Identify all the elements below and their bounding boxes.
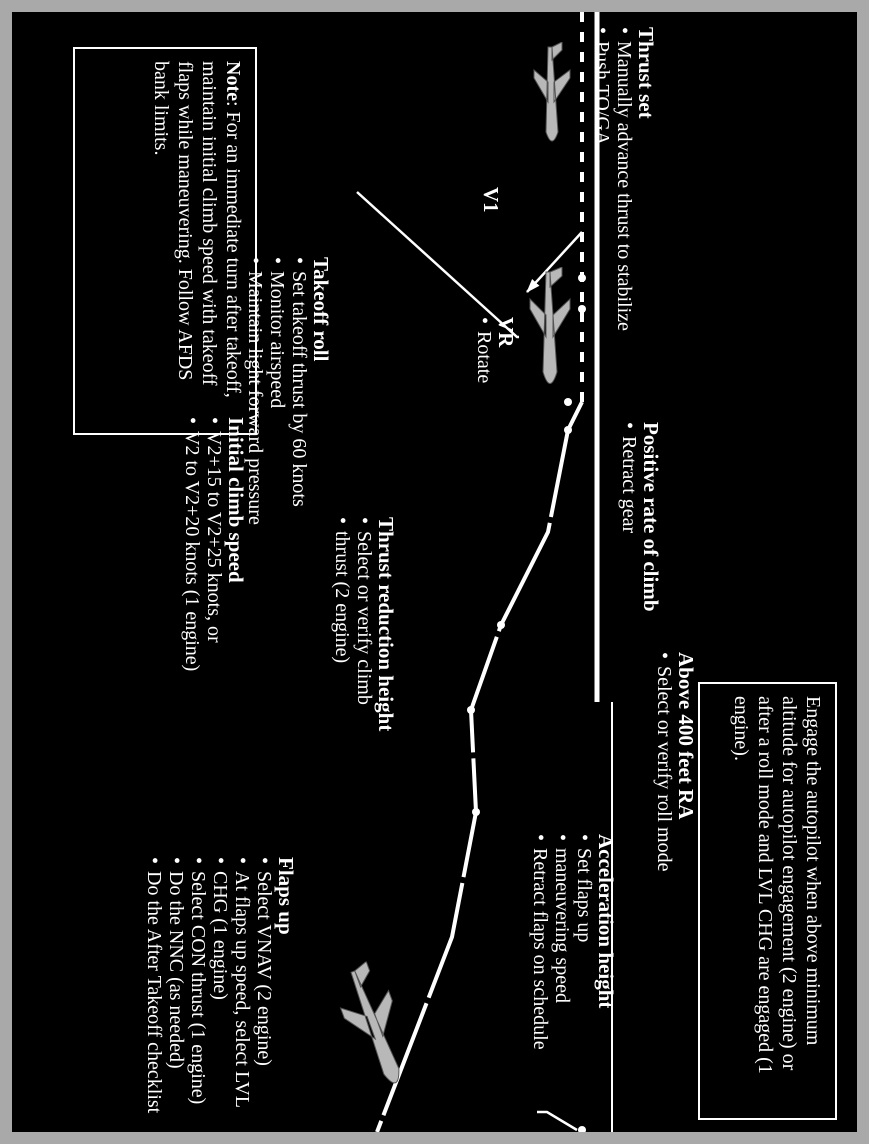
- takeoff-roll-item: Monitor airspeed: [266, 257, 288, 525]
- flight-path-diagram: [356, 12, 613, 1132]
- point-vr: [578, 274, 586, 282]
- takeoff-roll-item: Set takeoff thrust by 60 knots: [288, 257, 310, 525]
- acceleration-title: Acceleration height: [594, 834, 618, 1009]
- flaps-up-item: Do the NNC (as needed): [165, 857, 187, 1113]
- thrust-set-item: Push TO/GA: [591, 27, 613, 331]
- flaps-up-item: At flaps up speed, select LVL: [231, 857, 253, 1113]
- positive-rate-item: Retract gear: [618, 422, 640, 612]
- flaps-up-item: Do the After Takeoff checklist: [143, 857, 165, 1113]
- autopilot-box: Engage the autopilot when above minimum …: [698, 682, 837, 1120]
- acceleration-item: Set flaps up: [573, 834, 595, 1050]
- callout-above-400: Above 400 feet RA Select or verify roll …: [653, 652, 698, 872]
- point-thrust-set: [578, 1126, 586, 1132]
- callout-v1: V1: [479, 187, 503, 213]
- airplane-icon: [533, 42, 571, 142]
- vr-title: VR: [494, 317, 518, 348]
- initial-climb-item: V2+15 to V2+25 knots, or: [203, 417, 225, 671]
- above-400-title: Above 400 feet RA: [674, 652, 698, 820]
- callout-initial-climb: Initial climb speed V2+15 to V2+25 knots…: [181, 417, 248, 671]
- acceleration-item: maneuvering speed: [551, 834, 573, 1050]
- point-thrust-reduction: [497, 621, 505, 629]
- initial-climb-item: V2 to V2+20 knots (1 engine): [181, 417, 203, 671]
- vr-item: Rotate: [473, 317, 495, 383]
- leader-thrust-set: [537, 1110, 578, 1132]
- airplane-icon: [529, 267, 571, 384]
- leader-takeoff-roll: [356, 191, 519, 339]
- callout-thrust-reduction: Thrust reduction height Select or verify…: [331, 517, 398, 732]
- positive-rate-title: Positive rate of climb: [639, 422, 663, 612]
- path-points: [467, 274, 586, 1132]
- callout-takeoff-roll: Takeoff roll Set takeoff thrust by 60 kn…: [244, 257, 333, 525]
- callout-flaps-up: Flaps up Select VNAV (2 engine) At flaps…: [143, 857, 298, 1113]
- initial-climb-title: Initial climb speed: [224, 417, 248, 583]
- above-400-item: Select or verify roll mode: [653, 652, 675, 872]
- leader-v1: [526, 231, 583, 293]
- flaps-up-item: Select CON thrust (1 engine): [187, 857, 209, 1113]
- diagram-panel: Note: For an immediate turn after takeof…: [12, 12, 857, 1132]
- note-text: : For an immediate turn after takeoff, m…: [150, 61, 244, 398]
- thrust-reduction-title: Thrust reduction height: [374, 517, 398, 732]
- thrust-set-title: Thrust set: [634, 27, 658, 119]
- climb-path: [375, 401, 584, 1132]
- point-liftoff: [564, 398, 572, 406]
- callout-vr: VR Rotate: [473, 317, 518, 383]
- callout-positive-rate: Positive rate of climb Retract gear: [618, 422, 663, 612]
- callout-thrust-set: Thrust set Manually advance thrust to st…: [591, 27, 658, 331]
- flaps-up-item: CHG (1 engine): [209, 857, 231, 1113]
- point-v1-dot: [578, 305, 586, 313]
- flaps-up-title: Flaps up: [274, 857, 298, 935]
- acceleration-item: Retract flaps on schedule: [529, 834, 551, 1050]
- airplane-icon: [339, 960, 400, 1084]
- thrust-set-item: Manually advance thrust to stabilize: [613, 27, 635, 331]
- rotated-diagram: Note: For an immediate turn after takeof…: [12, 12, 857, 1132]
- note-box: Note: For an immediate turn after takeof…: [73, 47, 257, 435]
- note-label: Note: [222, 61, 244, 101]
- flaps-up-item: Select VNAV (2 engine): [253, 857, 275, 1113]
- point-positive-rate: [564, 426, 572, 434]
- thrust-reduction-item: Select or verify climb: [353, 517, 375, 731]
- point-acceleration: [467, 706, 475, 714]
- point-flaps-up: [472, 808, 480, 816]
- autopilot-text: Engage the autopilot when above minimum …: [730, 696, 824, 1074]
- callout-acceleration: Acceleration height Set flaps up maneuve…: [529, 834, 618, 1050]
- thrust-reduction-item: thrust (2 engine): [331, 517, 353, 731]
- takeoff-roll-title: Takeoff roll: [309, 257, 333, 362]
- v1-title: V1: [479, 187, 503, 213]
